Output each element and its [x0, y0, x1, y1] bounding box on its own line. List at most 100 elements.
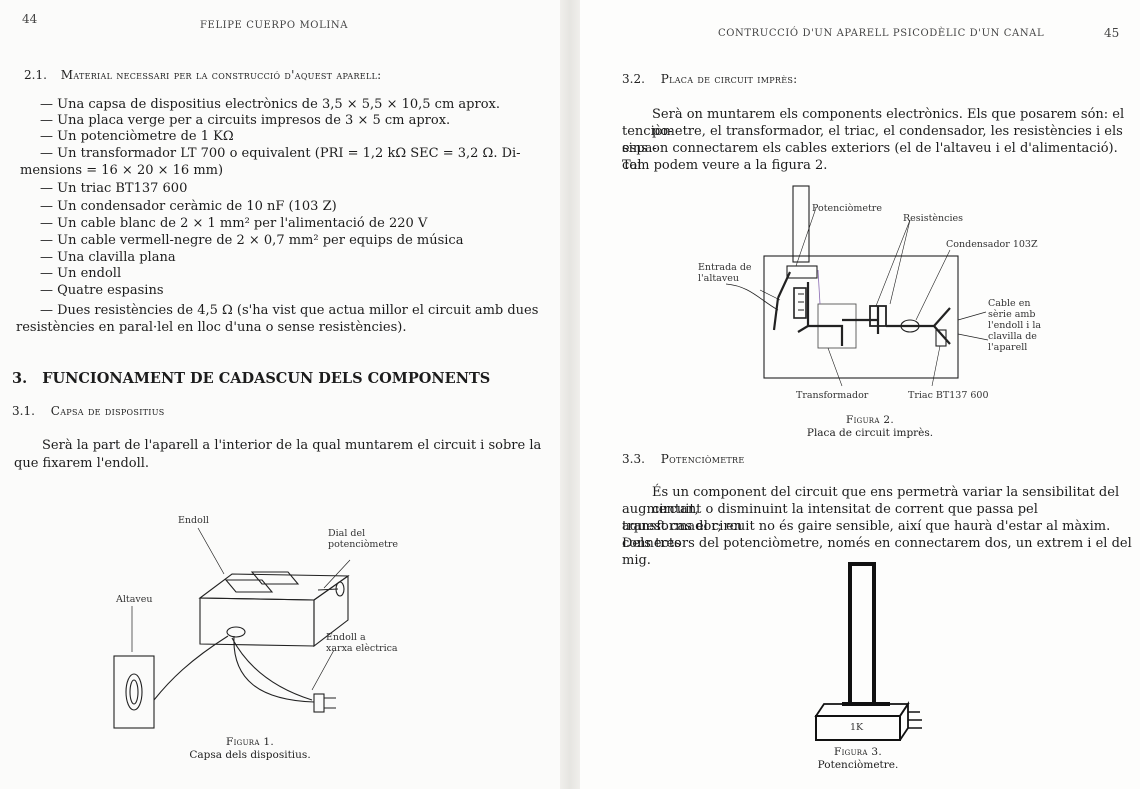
potentiometer-shaft: [792, 185, 810, 263]
pcb-board: [763, 255, 959, 379]
list-item: — Un cable vermell-negre de 2 × 0,7 mm² …: [40, 233, 464, 248]
section-3-2-heading: 3.2. Placa de circuit imprès:: [622, 72, 797, 86]
label-xarxa-2: xarxa elèctrica: [326, 643, 398, 654]
plug-body: [313, 693, 325, 713]
paragraph-line: augmentant o disminuint la intensitat de…: [622, 502, 1038, 534]
label-cable-1: Cable en: [988, 298, 1031, 309]
potentiometer-pins: [908, 711, 922, 729]
power-cable: [233, 635, 315, 703]
list-item: — Dues resistències de 4,5 Ω (s'ha vist …: [40, 303, 539, 318]
label-altaveu: Altaveu: [116, 594, 153, 605]
label-cable-3: l'endoll i la: [988, 320, 1042, 331]
speaker-trace: [772, 271, 791, 331]
list-item: — Quatre espasins: [40, 283, 164, 298]
paragraph-line: que fixarem l'endoll.: [14, 456, 150, 471]
output-trace: [886, 307, 951, 345]
triac: [935, 329, 947, 347]
section-3-3-heading: 3.3. Potenciòmetre: [622, 452, 745, 466]
plug-pins: [324, 697, 336, 709]
label-resistors: Resistències: [903, 213, 963, 224]
cable-hole: [226, 626, 246, 638]
section-number: 3.1.: [12, 404, 35, 418]
dial-knob: [335, 581, 345, 597]
section-3-1-heading: 3.1. Capsa de dispositius: [12, 404, 165, 418]
figure-3-caption: Figura 3. Potenciòmetre.: [768, 746, 948, 772]
label-speaker-input-2: l'altaveu: [698, 273, 739, 284]
list-item: — Una clavilla plana: [40, 250, 176, 265]
paragraph-line: Serà on muntarem els components electròn…: [652, 107, 1125, 139]
section-title: Material necessari per la construcció d'…: [60, 68, 382, 82]
outlet-left: [224, 579, 274, 593]
label-cable-2: sèrie amb: [988, 309, 1036, 320]
list-item: — Un condensador ceràmic de 10 nF (103 Z…: [40, 199, 337, 214]
section-title: Placa de circuit imprès:: [660, 72, 798, 86]
caption-text: Potenciòmetre.: [817, 759, 899, 771]
speaker-body: [113, 655, 155, 729]
potentiometer-body: [786, 265, 818, 279]
label-speaker-input-1: Entrada de: [698, 262, 752, 273]
section-3-heading: 3. FUNCIONAMENT DE CADASCUN DELS COMPONE…: [12, 370, 490, 387]
outlet-right: [250, 571, 300, 585]
section-number: 3.3.: [622, 452, 645, 466]
caption-title: Figura 1.: [226, 736, 274, 748]
capacitor: [900, 319, 920, 333]
page-number-left: 44: [22, 12, 38, 26]
caption-title: Figura 2.: [846, 414, 894, 426]
list-item: — Un endoll: [40, 266, 122, 281]
label-capacitor: Condensador 103Z: [946, 239, 1038, 250]
running-head-right: CONTRUCCIÓ D'UN APARELL PSICODÈLIC D'UN …: [718, 28, 1045, 39]
caption-title: Figura 3.: [834, 746, 882, 758]
running-head-left: FELIPE CUERPO MOLINA: [200, 20, 349, 31]
figure-2-drawing: [725, 185, 989, 387]
paragraph-line: com podem veure a la figura 2.: [622, 158, 828, 173]
paragraph-line: connectors del potenciòmetre, només en c…: [622, 536, 1132, 568]
label-cable-5: l'aparell: [988, 342, 1028, 353]
right-page: CONTRUCCIÓ D'UN APARELL PSICODÈLIC D'UN …: [580, 0, 1140, 789]
section-title: FUNCIONAMENT DE CADASCUN DELS COMPONENTS: [42, 370, 491, 387]
caption-text: Placa de circuit imprès.: [806, 427, 934, 439]
list-item: — Una capsa de dispositius electrònics d…: [40, 97, 500, 112]
resistor-block: [869, 305, 887, 327]
list-item: mensions = 16 × 20 × 16 mm): [20, 163, 224, 178]
figure-1-drawing: [113, 527, 351, 729]
list-item: — Un potenciòmetre de 1 KΩ: [40, 129, 234, 144]
speaker-cable: [153, 635, 229, 701]
page-number-right: 45: [1104, 26, 1120, 40]
label-cable-4: clavilla de: [988, 331, 1037, 342]
section-number: 2.1.: [24, 68, 47, 82]
coil: [793, 287, 807, 319]
paragraph-line: Serà la part de l'aparell a l'interior d…: [42, 438, 542, 453]
list-item: — Un triac BT137 600: [40, 181, 188, 196]
paragraph-line: tenciòmetre, el transformador, el triac,…: [622, 124, 1123, 156]
box-top: [198, 573, 350, 601]
figure-2-caption: Figura 2. Placa de circuit imprès.: [770, 414, 970, 440]
section-number: 3.: [12, 370, 28, 387]
figure-1-caption: Figura 1. Capsa dels dispositius.: [150, 736, 350, 762]
label-triac: Triac BT137 600: [908, 390, 989, 401]
list-item: resistències en paral·lel en lloc d'una …: [16, 320, 407, 335]
section-number: 3.2.: [622, 72, 645, 86]
figure-3-drawing: [814, 562, 922, 741]
label-1k: 1K: [850, 722, 864, 733]
label-xarxa-1: Endoll a: [326, 632, 366, 643]
speaker-cable-ext: [725, 283, 779, 311]
label-dial-1: Dial del: [328, 528, 366, 539]
caption-text: Capsa dels dispositius.: [189, 749, 311, 761]
label-potentiometer: Potenciòmetre: [812, 203, 882, 214]
book-gutter: [560, 0, 580, 789]
label-transformer: Transformador: [796, 390, 869, 401]
list-item: — Un cable blanc de 2 × 1 mm² per l'alim…: [40, 216, 428, 231]
paragraph-line: aquest cas el circuit no és gaire sensib…: [622, 519, 1111, 551]
potentiometer-shaft-large: [848, 562, 876, 706]
paragraph-line: És un component del circuit que ens perm…: [652, 485, 1120, 517]
list-item: — Un transformador LT 700 o equivalent (…: [40, 146, 521, 161]
list-item: — Una placa verge per a circuits impreso…: [40, 113, 451, 128]
section-title: Capsa de dispositius: [50, 404, 165, 418]
speaker-cone: [125, 673, 143, 711]
left-page: 44 FELIPE CUERPO MOLINA 2.1. Material ne…: [0, 0, 560, 789]
mains-cable-ext: [957, 311, 989, 341]
label-dial-2: potenciòmetre: [328, 539, 399, 550]
label-endoll: Endoll: [178, 515, 209, 526]
paragraph-line: sins on connectarem els cables exteriors…: [622, 141, 1118, 173]
